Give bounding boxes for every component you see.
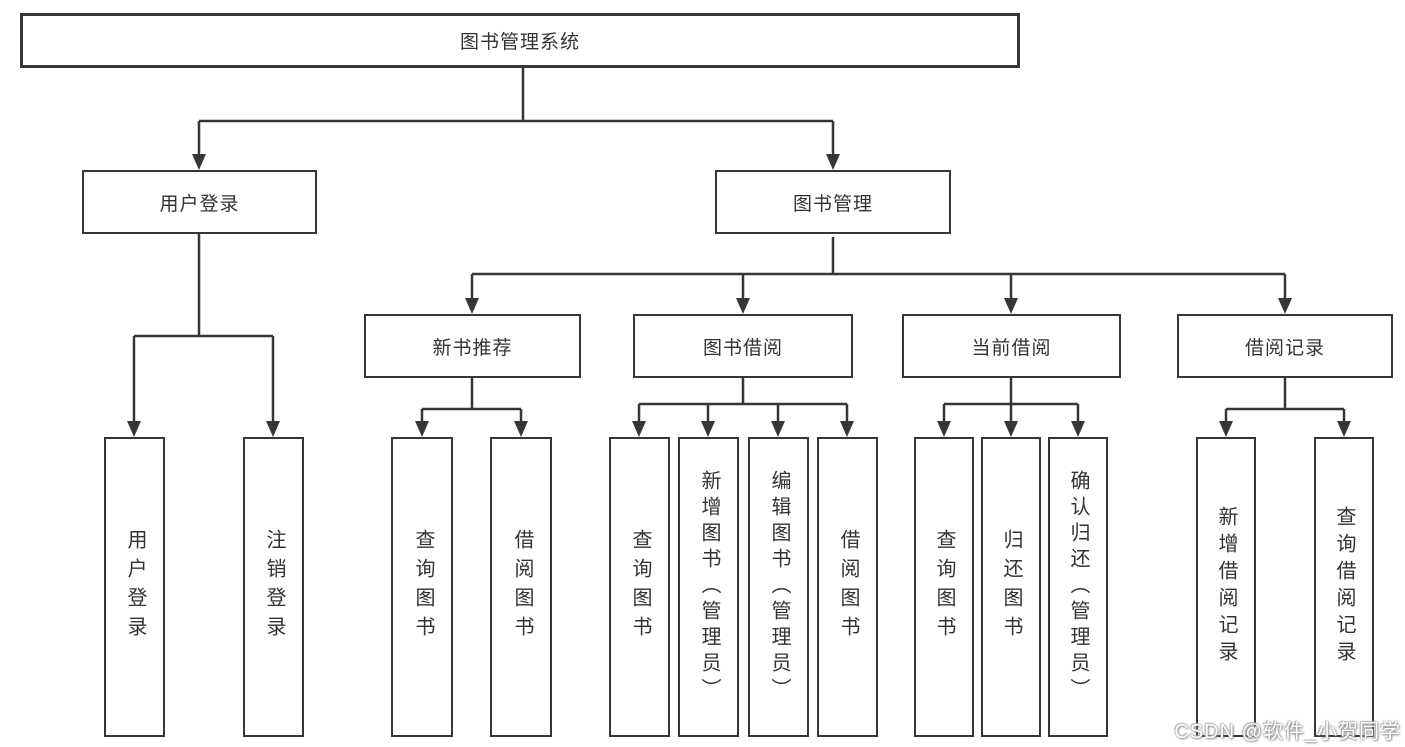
arrow-down-icon — [1004, 421, 1018, 437]
arrow-down-icon — [840, 421, 854, 437]
leaf-return-book: 归还图书 — [981, 437, 1041, 737]
leaf-query-book-3: 查询图书 — [914, 437, 974, 737]
arrow-down-icon — [127, 421, 141, 437]
node-book-borrow: 图书借阅 — [633, 314, 853, 378]
node-user-login: 用户登录 — [82, 170, 317, 234]
node-root: 图书管理系统 — [20, 13, 1020, 68]
node-new-book-recommend: 新书推荐 — [364, 314, 581, 378]
arrow-down-icon — [1219, 421, 1233, 437]
arrow-down-icon — [415, 421, 429, 437]
arrow-down-icon — [1337, 421, 1351, 437]
node-current-borrow: 当前借阅 — [902, 314, 1121, 378]
arrow-down-icon — [771, 421, 785, 437]
arrow-down-icon — [192, 154, 206, 170]
arrow-down-icon — [1071, 421, 1085, 437]
leaf-borrow-book-1: 借阅图书 — [490, 437, 552, 737]
leaf-user-login: 用户登录 — [104, 437, 165, 737]
leaf-add-book-admin: 新增图书（管理员） — [678, 437, 739, 737]
leaf-edit-book-admin: 编辑图书（管理员） — [748, 437, 809, 737]
arrow-down-icon — [266, 421, 280, 437]
leaf-confirm-return-admin: 确认归还（管理员） — [1048, 437, 1108, 737]
arrow-down-icon — [701, 421, 715, 437]
leaf-query-borrow-record: 查询借阅记录 — [1314, 437, 1374, 737]
connector-lines — [132, 68, 1346, 423]
arrow-down-icon — [465, 298, 479, 314]
node-borrow-records: 借阅记录 — [1177, 314, 1393, 378]
arrow-down-icon — [1004, 298, 1018, 314]
arrowheads — [127, 154, 1351, 437]
arrow-down-icon — [826, 154, 840, 170]
leaf-query-book-1: 查询图书 — [391, 437, 453, 737]
arrow-down-icon — [514, 421, 528, 437]
arrow-down-icon — [1278, 298, 1292, 314]
leaf-logout: 注销登录 — [243, 437, 304, 737]
leaf-borrow-book-2: 借阅图书 — [817, 437, 878, 737]
watermark: CSDN @软件_小贺同学 — [1174, 721, 1401, 743]
arrow-down-icon — [632, 421, 646, 437]
arrow-down-icon — [736, 298, 750, 314]
leaf-add-borrow-record: 新增借阅记录 — [1196, 437, 1256, 737]
node-book-management: 图书管理 — [715, 170, 951, 234]
arrow-down-icon — [937, 421, 951, 437]
leaf-query-book-2: 查询图书 — [609, 437, 670, 737]
